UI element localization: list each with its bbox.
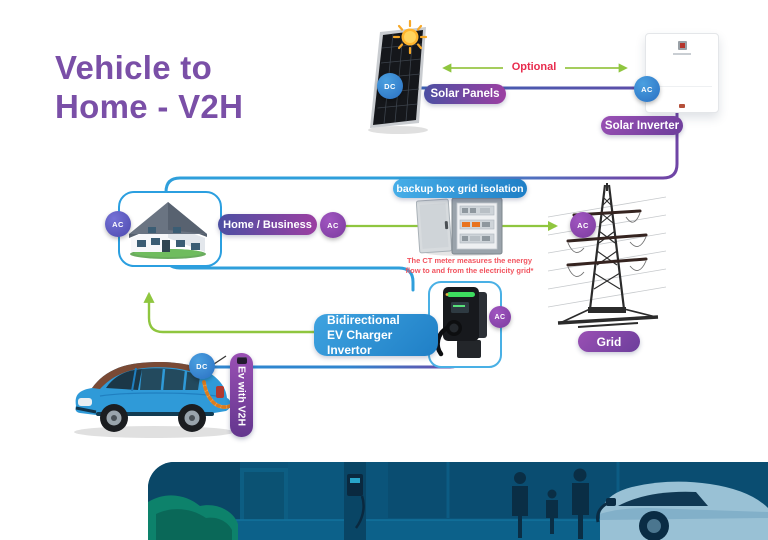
home-business-label: Home / Business xyxy=(218,214,317,235)
grid-tower-image xyxy=(548,183,666,328)
solar-inverter-label: Solar Inverter xyxy=(601,116,683,135)
footer-people xyxy=(512,468,589,539)
backup-box-text: backup box grid isolation xyxy=(396,182,524,195)
ev-charger-box xyxy=(428,281,502,368)
backup-box-image xyxy=(416,197,503,256)
footer-ev-car xyxy=(596,481,768,540)
page-title: Vehicle to Home - V2H xyxy=(55,48,243,126)
home-box xyxy=(118,191,222,267)
ac-badge-label: AC xyxy=(112,219,124,229)
ev-car-image xyxy=(74,355,234,438)
house-image xyxy=(129,202,207,259)
grid-text: Grid xyxy=(596,334,622,349)
ct-caption-line-1: The CT meter measures the energy xyxy=(406,256,533,265)
inverter-logo xyxy=(675,41,689,51)
solar-inverter-text: Solar Inverter xyxy=(604,119,680,132)
ac-badge-charger: AC xyxy=(489,306,511,328)
ev-charger-image xyxy=(435,287,487,358)
ct-caption-line-2: flow to and from the electricity grid* xyxy=(405,265,534,275)
dc-badge-solar-panel: DC xyxy=(377,73,403,99)
ac-badge-grid: AC xyxy=(570,212,596,238)
ev-with-v2h-text: Ev with V2H xyxy=(235,366,248,427)
ct-meter-caption: The CT meter measures the energy flow to… xyxy=(392,256,547,276)
optional-label: Optional xyxy=(503,61,565,73)
ev-with-v2h-label: Ev with V2H xyxy=(230,353,253,437)
footer-plants xyxy=(148,495,238,540)
solar-panel-image xyxy=(368,20,428,134)
footer-charger-post xyxy=(344,462,366,540)
solar-panels-label: Solar Panels xyxy=(424,84,506,104)
sun-icon xyxy=(392,20,428,55)
ac-badge-home-grid-side: AC xyxy=(320,212,346,238)
ac-badge-label: AC xyxy=(577,220,589,230)
dc-badge-car: DC xyxy=(189,353,215,379)
solar-panels-text: Solar Panels xyxy=(430,88,500,100)
bidirectional-text-2: EV Charger Invertor xyxy=(327,327,393,357)
ac-badge-label: AC xyxy=(494,313,506,321)
ac-badge-home: AC xyxy=(105,211,131,237)
ac-badge-label: AC xyxy=(641,84,653,94)
ac-badge-label: AC xyxy=(327,220,339,230)
optional-text: Optional xyxy=(511,61,557,73)
ac-badge-solar-inverter: AC xyxy=(634,76,660,102)
footer-photo xyxy=(148,462,768,540)
dc-badge-label: DC xyxy=(384,81,396,91)
arrow-charger-to-home xyxy=(143,291,314,334)
title-line-2: Home - V2H xyxy=(55,88,244,125)
plug-icon xyxy=(236,357,247,364)
title-line-1: Vehicle to xyxy=(55,49,213,86)
grid-label: Grid xyxy=(578,331,640,352)
solar-inverter-image xyxy=(645,33,719,113)
bidirectional-charger-label: Bidirectional EV Charger Invertor xyxy=(314,312,438,357)
bidirectional-text-1: Bidirectional xyxy=(327,312,400,327)
home-business-text: Home / Business xyxy=(223,218,312,231)
dc-badge-label: DC xyxy=(196,361,208,371)
backup-box-label: backup box grid isolation xyxy=(393,179,527,198)
